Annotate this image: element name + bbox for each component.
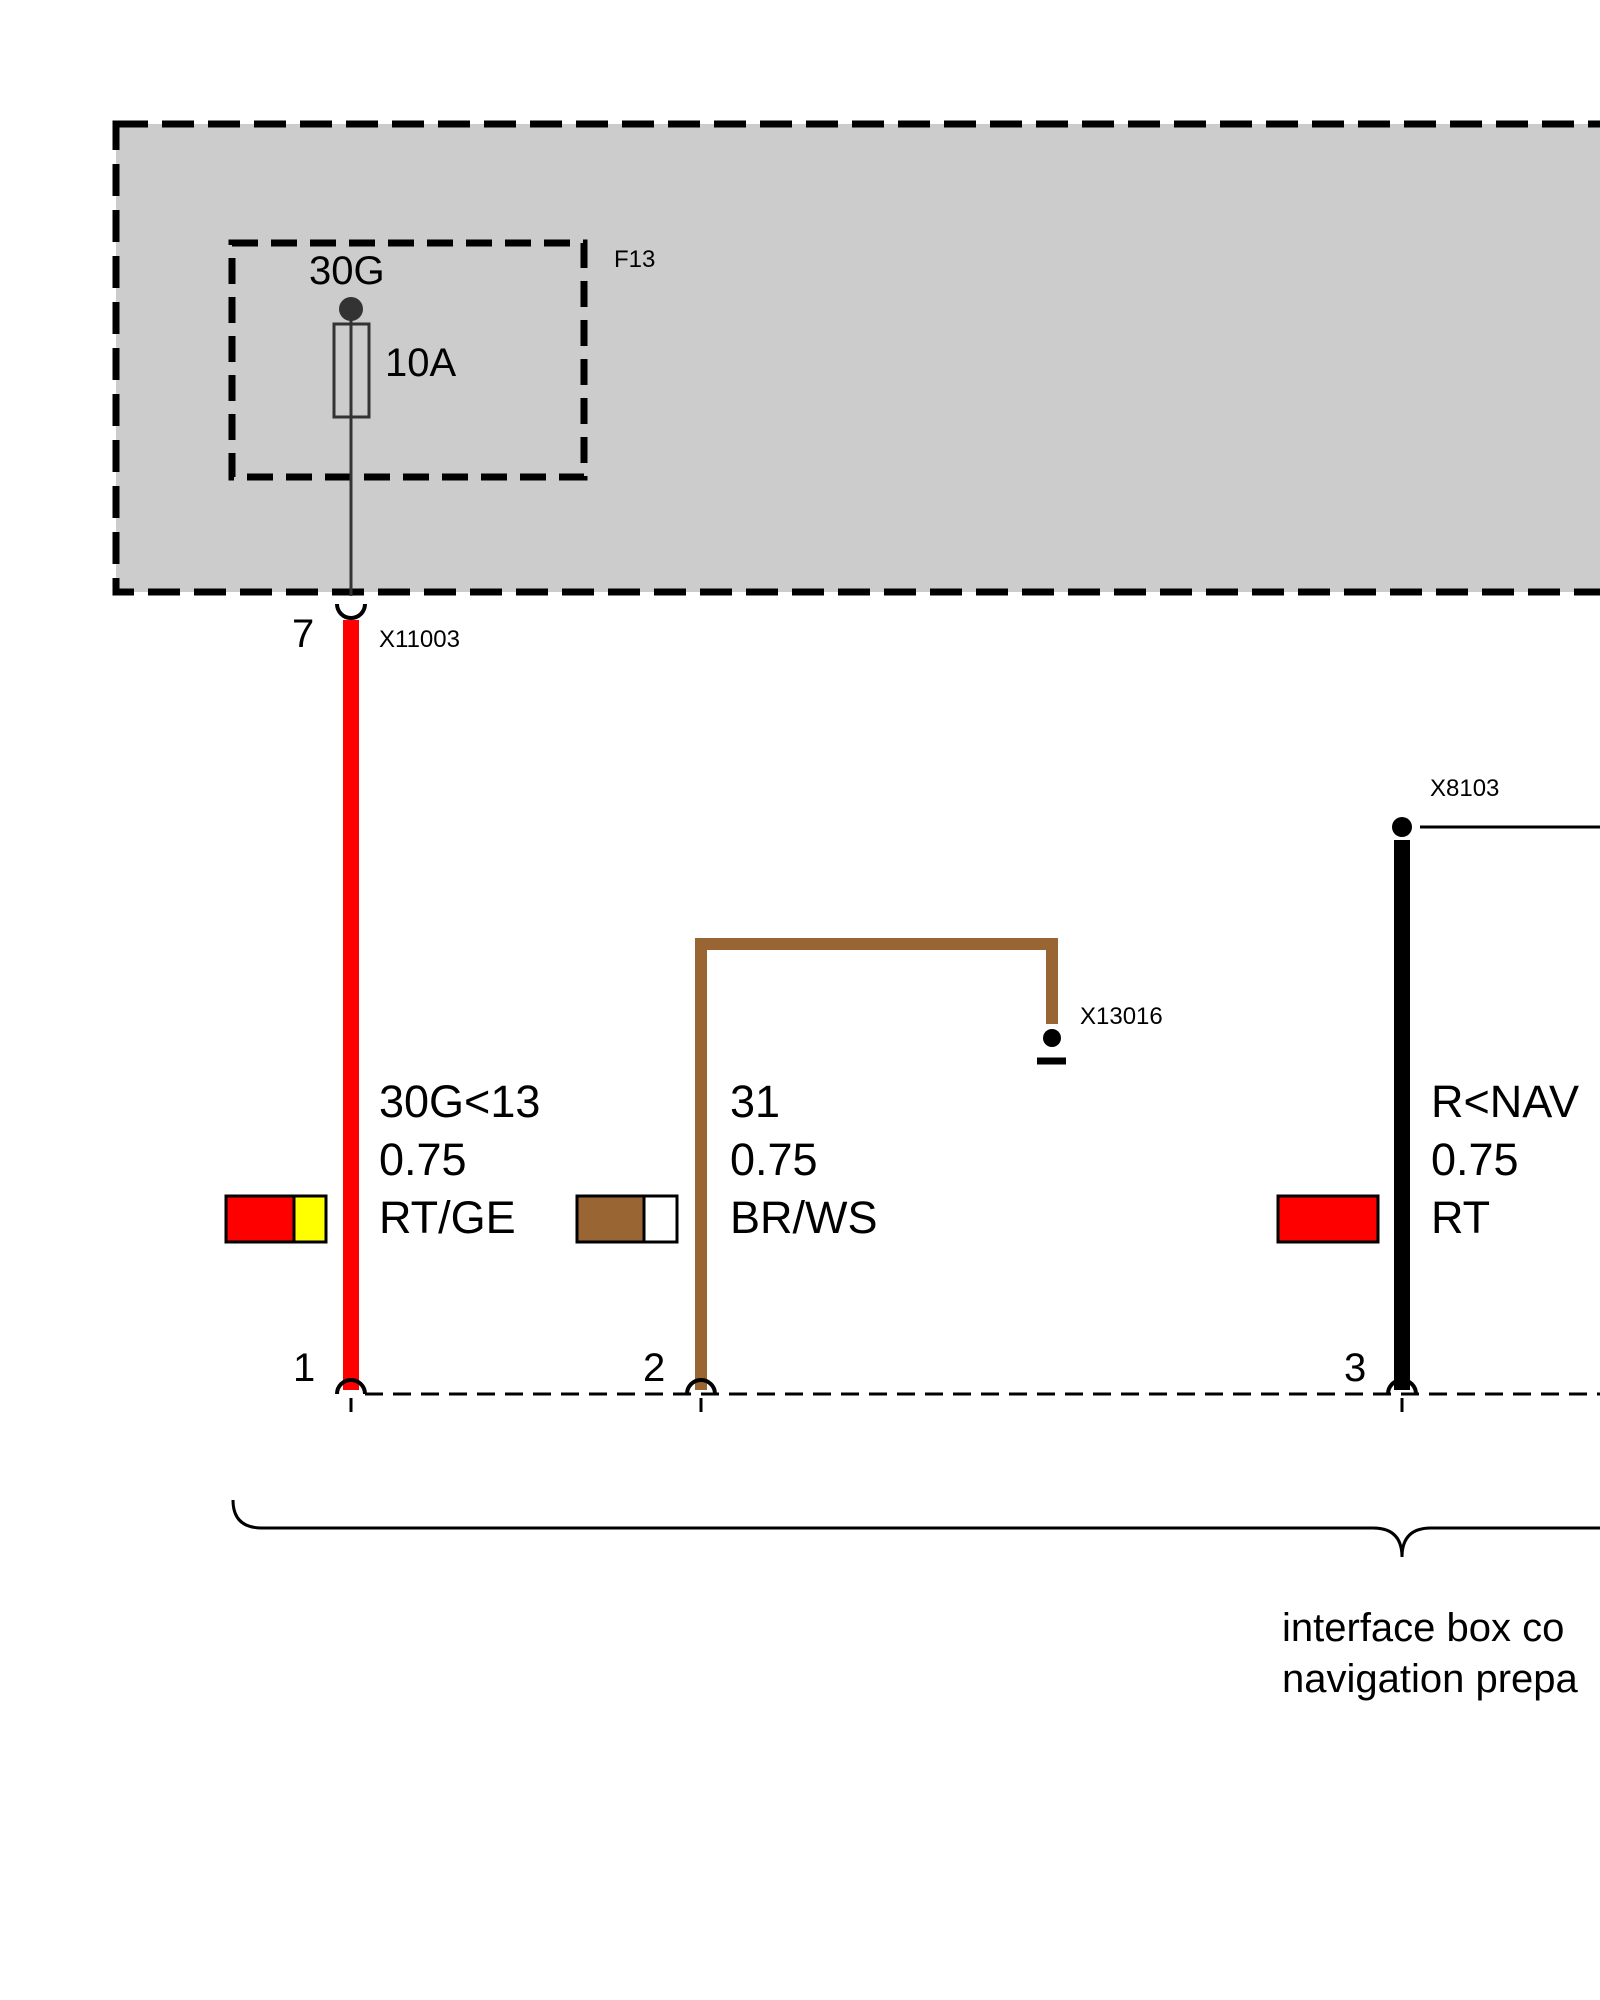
wire-1-cross-section: 0.75 — [379, 1134, 467, 1185]
wire-2-color-code: BR/WS — [730, 1192, 878, 1243]
fuse-boundary — [228, 239, 588, 481]
wire-2-pin-number: 2 — [643, 1346, 665, 1390]
wire-3-pin-socket-icon — [1386, 1378, 1418, 1395]
wire-1-pin-number: 1 — [293, 1346, 315, 1390]
fuse-label: F13 — [614, 246, 655, 273]
component-note-line1: interface box co — [1282, 1606, 1564, 1650]
pin-socket-icon — [335, 603, 367, 620]
component-note-line2: navigation prepa — [1282, 1657, 1579, 1701]
side-connector-dot — [1392, 817, 1412, 837]
wire-3-cross-section: 0.75 — [1431, 1134, 1519, 1185]
wire-1-color-code: RT/GE — [379, 1192, 516, 1243]
connector-label: X11003 — [379, 626, 460, 653]
wire-2-color-swatch-brown — [575, 1194, 646, 1244]
wire-2-signal: 31 — [730, 1076, 780, 1127]
brace-icon — [231, 1499, 1600, 1558]
side-connector-label: X8103 — [1430, 775, 1499, 802]
wire-2-pin-socket-icon — [685, 1378, 717, 1395]
wire-1-color-swatch-yellow — [292, 1194, 328, 1244]
wire-3-pin-number: 3 — [1344, 1346, 1366, 1390]
wire-2-line — [695, 938, 1058, 1390]
module-boundary — [112, 120, 1600, 596]
component-brace: interface box co navigation prepa — [231, 1499, 1600, 1701]
wire-3-color-code: RT — [1431, 1192, 1490, 1243]
wire-2: X13016 31 0.75 BR/WS 2 — [575, 938, 1163, 1395]
ground-connector-dot — [1043, 1029, 1061, 1047]
wire-2-color-swatch-white — [642, 1194, 679, 1244]
lower-connector — [349, 1392, 1600, 1412]
wire-1-signal: 30G<13 — [379, 1076, 540, 1127]
wire-2-cross-section: 0.75 — [730, 1134, 818, 1185]
fuse-rating-label: 10A — [385, 341, 456, 385]
wire-3-color-swatch-red — [1276, 1194, 1380, 1244]
connector-pin-number: 7 — [292, 612, 314, 656]
wire-1: 30G<13 0.75 RT/GE 1 — [224, 620, 540, 1395]
fuse-module: F13 30G 10A — [112, 120, 1600, 596]
wire-1-color-swatch-red — [224, 1194, 296, 1244]
wire-1-pin-socket-icon — [335, 1378, 367, 1395]
ground-connector-label: X13016 — [1080, 1003, 1163, 1030]
fuse-terminal-label: 30G — [309, 249, 385, 293]
connector-x11003: 7 X11003 — [292, 603, 460, 656]
wire-3: X8103 R<NAV 0.75 RT 3 — [1276, 775, 1600, 1395]
wire-3-signal: R<NAV — [1431, 1076, 1579, 1127]
